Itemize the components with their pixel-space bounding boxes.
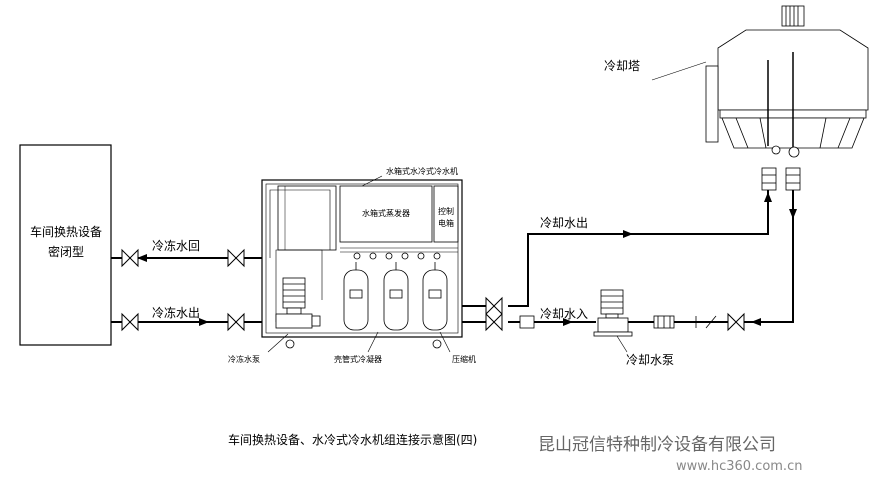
cooling-valves <box>485 296 745 332</box>
chiller-title: 水箱式水冷式冷水机 <box>386 166 458 176</box>
gauges <box>353 252 441 260</box>
compressors <box>343 262 448 331</box>
flexible-joints <box>519 167 801 329</box>
chilled-pump-label: 冷冻水泵 <box>228 354 260 364</box>
cooling-tower-label: 冷却塔 <box>604 59 640 73</box>
workshop-equipment-box: 车间换热设备 密闭型 <box>19 144 112 346</box>
cooling-in-label: 冷却水入 <box>540 307 588 321</box>
diagram-caption: 车间换热设备、水冷式冷水机组连接示意图(四) <box>228 432 477 447</box>
chilled-return-label: 冷冻水回 <box>152 238 200 253</box>
cooling-tower <box>705 5 869 158</box>
compressor-label: 压缩机 <box>452 354 476 364</box>
chilled-water-pump <box>275 277 321 329</box>
control-box-label-2: 电箱 <box>438 218 454 228</box>
cooling-water-pump <box>593 289 633 337</box>
chiller-unit: 水箱式蒸发器 控制 电箱 <box>261 166 463 349</box>
cooling-water-pipes <box>462 190 794 323</box>
workshop-label-line1: 车间换热设备 <box>30 224 102 239</box>
chilled-return-valves <box>121 248 245 332</box>
casters <box>285 339 442 349</box>
workshop-label-line2: 密闭型 <box>48 244 84 259</box>
condenser-label: 壳管式冷凝器 <box>334 354 382 364</box>
chilled-out-label: 冷冻水出 <box>152 305 200 320</box>
company-name: 昆山冠信特种制冷设备有限公司 <box>538 435 776 455</box>
cooling-pump-label: 冷却水泵 <box>626 353 674 367</box>
watermark: www.hc360.com.cn <box>676 459 802 474</box>
control-box-label-1: 控制 <box>438 206 454 216</box>
evaporator-label: 水箱式蒸发器 <box>362 208 410 218</box>
cooling-out-label: 冷却水出 <box>540 216 588 230</box>
